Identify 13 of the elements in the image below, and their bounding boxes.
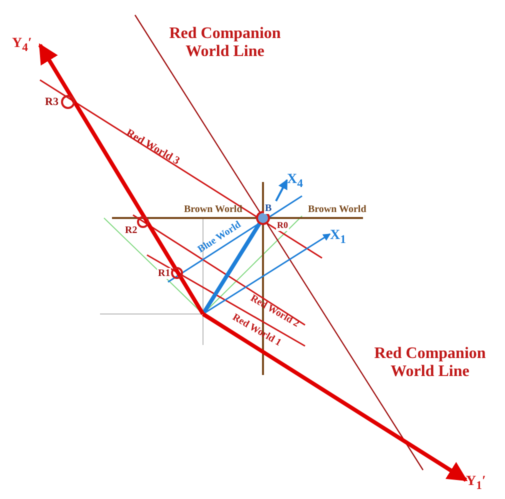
line-label: Brown World <box>184 204 242 215</box>
line-label: Red Companion World Line <box>373 345 487 380</box>
event-label: R1 <box>157 268 172 279</box>
line-label: Red Companion World Line <box>168 25 282 60</box>
axis-label: Y$_{4}$′ <box>12 36 32 55</box>
event-label: B <box>264 203 273 214</box>
event-label: R0 <box>276 221 289 231</box>
line-label: Brown World <box>308 204 366 215</box>
axis-label: X$_{1}$ <box>330 228 346 247</box>
axis-label: X$_{4}$ <box>287 172 303 191</box>
axis-label: Y$_{1}$′ <box>466 474 486 493</box>
event-label: R2 <box>124 225 138 236</box>
event-label: R3 <box>44 96 60 108</box>
